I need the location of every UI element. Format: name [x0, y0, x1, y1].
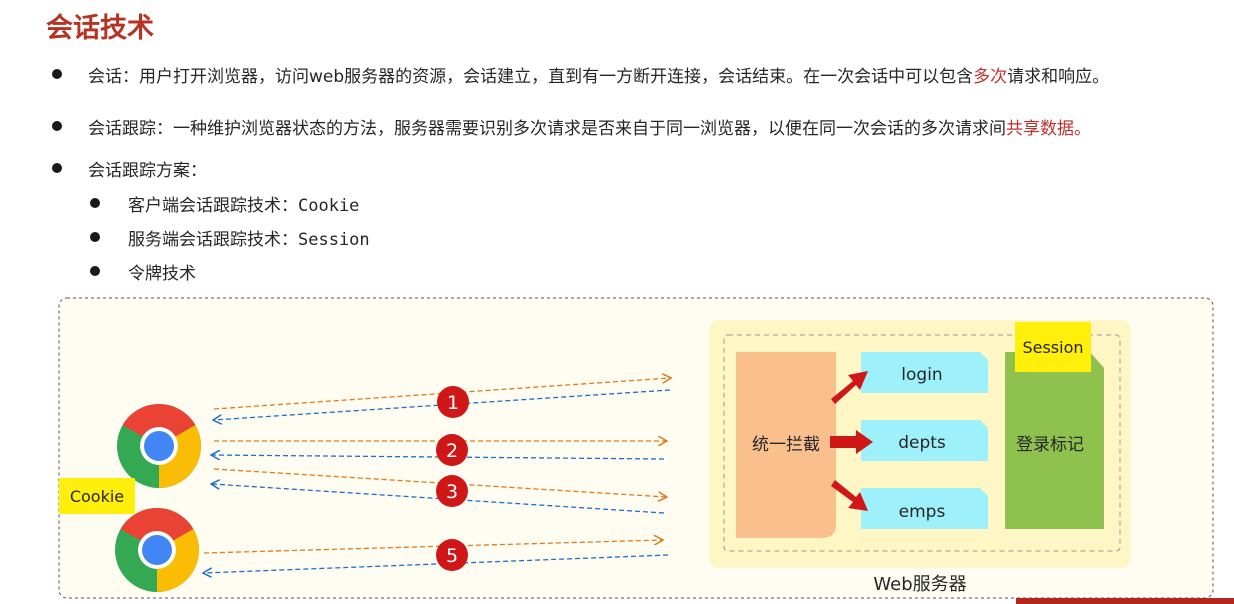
svg-text:5: 5 — [446, 545, 458, 567]
login-flag-label: 登录标记 — [1016, 435, 1084, 455]
bullet-dot — [90, 198, 100, 208]
response-arrow-5 — [204, 554, 669, 573]
bottom-accent-bar — [1016, 598, 1234, 604]
chrome-browser-icon — [117, 403, 202, 488]
step-badge-3: 3 — [436, 475, 468, 507]
svg-text:3: 3 — [446, 481, 458, 503]
page-title: 会话技术 — [46, 13, 154, 44]
bullet-session: 会话：用户打开浏览器，访问web服务器的资源，会话建立，直到有一方断开连接，会话… — [52, 62, 1109, 87]
bullet-dot — [90, 266, 100, 276]
bullet-dot — [90, 232, 100, 242]
subbullet-token: 令牌技术 — [90, 259, 196, 284]
session-tag-label: Session — [1022, 338, 1083, 357]
server-label: Web服务器 — [873, 574, 966, 595]
subbullet-session: 服务端会话跟踪技术：Session — [90, 225, 370, 250]
chrome-browser-icon — [115, 507, 200, 592]
svg-text:2: 2 — [446, 440, 458, 462]
session-store — [1005, 352, 1104, 529]
request-arrow-5 — [203, 540, 662, 554]
bullet-dot — [52, 121, 62, 131]
bullet-dot — [52, 69, 62, 79]
bullet-tracking: 会话跟踪：一种维护浏览器状态的方法，服务器需要识别多次请求是否来自于同一浏览器，… — [52, 114, 1091, 139]
endpoint-depts — [861, 420, 988, 461]
endpoint-login — [861, 352, 988, 393]
endpoint-emps — [861, 488, 988, 529]
cookie-tag — [59, 478, 135, 514]
step-badge-5: 5 — [436, 539, 468, 571]
interceptor-box — [736, 352, 836, 538]
step-badge-2: 2 — [436, 434, 468, 466]
subbullet-cookie: 客户端会话跟踪技术：Cookie — [90, 191, 359, 216]
red-arrow-icon — [830, 371, 873, 511]
endpoint-login-label: login — [901, 365, 942, 385]
endpoint-depts-label: depts — [898, 433, 946, 453]
bullet-dot — [52, 163, 62, 173]
bullet-schemes: 会话跟踪方案： — [52, 156, 207, 181]
highlight-share-data: 共享数据。 — [1006, 119, 1091, 139]
svg-text:1: 1 — [447, 392, 459, 414]
step-badge-1: 1 — [437, 386, 469, 418]
cookie-tag-label: Cookie — [70, 487, 124, 506]
session-tag — [1015, 322, 1091, 372]
server-inner-border — [723, 334, 1121, 552]
endpoint-emps-label: emps — [899, 502, 946, 522]
interceptor-label: 统一拦截 — [752, 435, 820, 455]
highlight-multiple: 多次 — [973, 67, 1008, 87]
